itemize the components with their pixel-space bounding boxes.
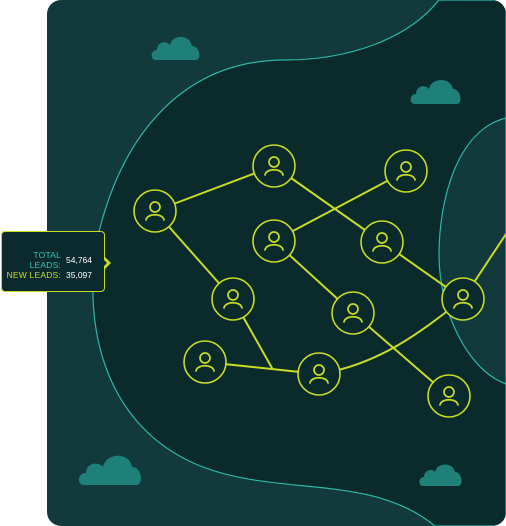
user-node	[252, 219, 296, 263]
edge	[273, 170, 407, 242]
user-icon	[264, 156, 284, 176]
new-leads-value: 35,097	[66, 270, 92, 280]
leads-tooltip: TOTAL LEADS: 54,764 NEW LEADS: 35,097	[1, 231, 111, 292]
user-icon	[396, 161, 416, 181]
user-icon	[145, 201, 165, 221]
user-icon	[195, 352, 215, 372]
user-node	[331, 291, 375, 335]
cloud-icon	[419, 464, 462, 486]
network-illustration-card	[47, 0, 506, 526]
tooltip-pointer	[102, 256, 111, 270]
cloud-icon	[78, 455, 141, 485]
cloud-icon	[410, 80, 461, 104]
user-node	[441, 277, 485, 321]
user-node	[183, 340, 227, 384]
total-leads-label: TOTAL LEADS:	[29, 250, 61, 270]
user-icon	[309, 364, 329, 384]
user-icon	[439, 386, 459, 406]
user-node	[211, 277, 255, 321]
user-node	[427, 374, 471, 418]
new-leads-label: NEW LEADS:	[6, 270, 61, 280]
cloud-icon	[151, 36, 200, 60]
user-icon	[264, 231, 284, 251]
user-icon	[372, 232, 392, 252]
network-scene	[78, 0, 506, 526]
user-node	[133, 189, 177, 233]
edge	[273, 165, 383, 243]
network-nodes	[133, 144, 485, 418]
total-leads-row: TOTAL LEADS: 54,764	[2, 250, 104, 270]
user-node	[384, 149, 428, 193]
user-icon	[223, 289, 243, 309]
user-node	[252, 144, 296, 188]
user-node	[297, 352, 341, 396]
user-icon	[343, 303, 363, 323]
new-leads-row: NEW LEADS: 35,097	[2, 270, 104, 280]
total-leads-value: 54,764	[66, 255, 92, 265]
user-node	[360, 220, 404, 264]
user-icon	[453, 289, 473, 309]
